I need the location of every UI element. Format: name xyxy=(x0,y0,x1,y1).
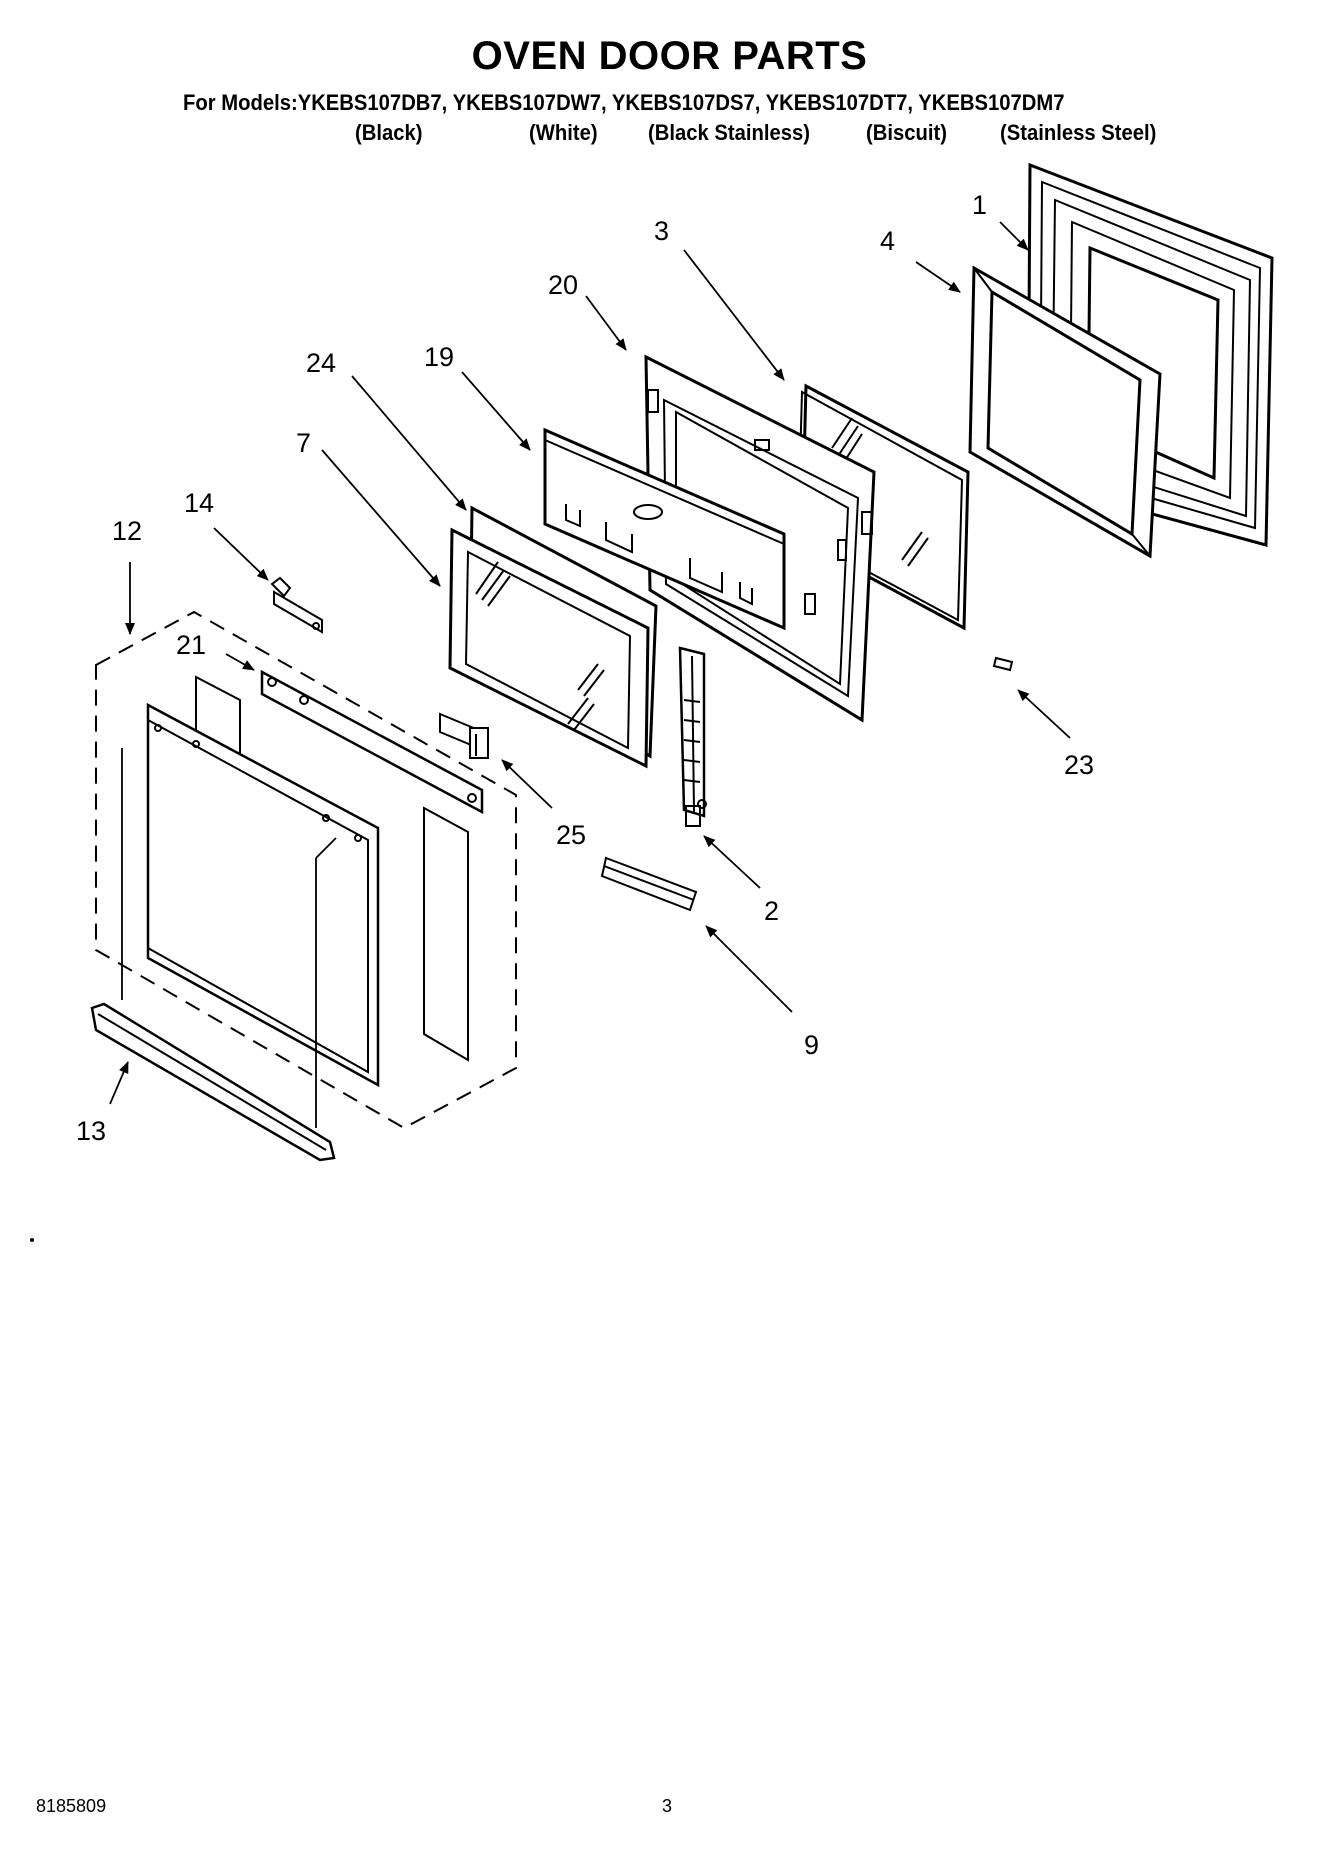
part-4-door-frame xyxy=(968,265,1162,559)
part-12-outer-door-assembly xyxy=(95,610,517,1130)
callout-13: 13 xyxy=(76,1116,106,1146)
callout-7: 7 xyxy=(296,428,311,458)
part-25-latch-bracket xyxy=(439,712,489,759)
page-title: OVEN DOOR PARTS xyxy=(471,34,868,78)
part-14-bracket xyxy=(270,576,323,634)
color-black-stainless: (Black Stainless) xyxy=(648,120,810,145)
callout-20: 20 xyxy=(548,270,578,300)
part-19-heat-shield xyxy=(543,427,786,631)
callout-9: 9 xyxy=(804,1030,819,1060)
leader-arrows xyxy=(109,221,1071,1105)
part-2-hinge xyxy=(678,646,707,827)
part-9-trim-strip xyxy=(600,856,698,912)
color-black: (Black) xyxy=(355,120,423,145)
color-stainless-steel: (Stainless Steel) xyxy=(1000,120,1157,145)
callout-25: 25 xyxy=(556,820,586,850)
callout-19: 19 xyxy=(424,342,454,372)
insulation-strip-right xyxy=(423,806,469,1062)
part-7-glass-panel xyxy=(448,527,650,769)
part-21-trim-bar xyxy=(260,669,484,815)
outer-door-panel xyxy=(146,702,380,1088)
color-biscuit: (Biscuit) xyxy=(866,120,947,145)
part-13-door-handle xyxy=(90,1002,336,1162)
part-number: 8185809 xyxy=(36,1796,107,1816)
page-number: 3 xyxy=(662,1796,673,1816)
callout-3: 3 xyxy=(654,216,669,246)
models-line: For Models:YKEBS107DB7, YKEBS107DW7, YKE… xyxy=(183,90,1065,115)
callout-24: 24 xyxy=(306,348,336,378)
callout-1: 1 xyxy=(972,190,987,220)
stray-mark xyxy=(30,1238,34,1242)
callout-21: 21 xyxy=(176,630,206,660)
callout-23: 23 xyxy=(1064,750,1094,780)
callout-4: 4 xyxy=(880,226,895,256)
color-white: (White) xyxy=(529,120,598,145)
callout-14: 14 xyxy=(184,488,214,518)
callout-2: 2 xyxy=(764,896,779,926)
callout-12: 12 xyxy=(112,516,142,546)
part-23-clip xyxy=(992,656,1014,672)
